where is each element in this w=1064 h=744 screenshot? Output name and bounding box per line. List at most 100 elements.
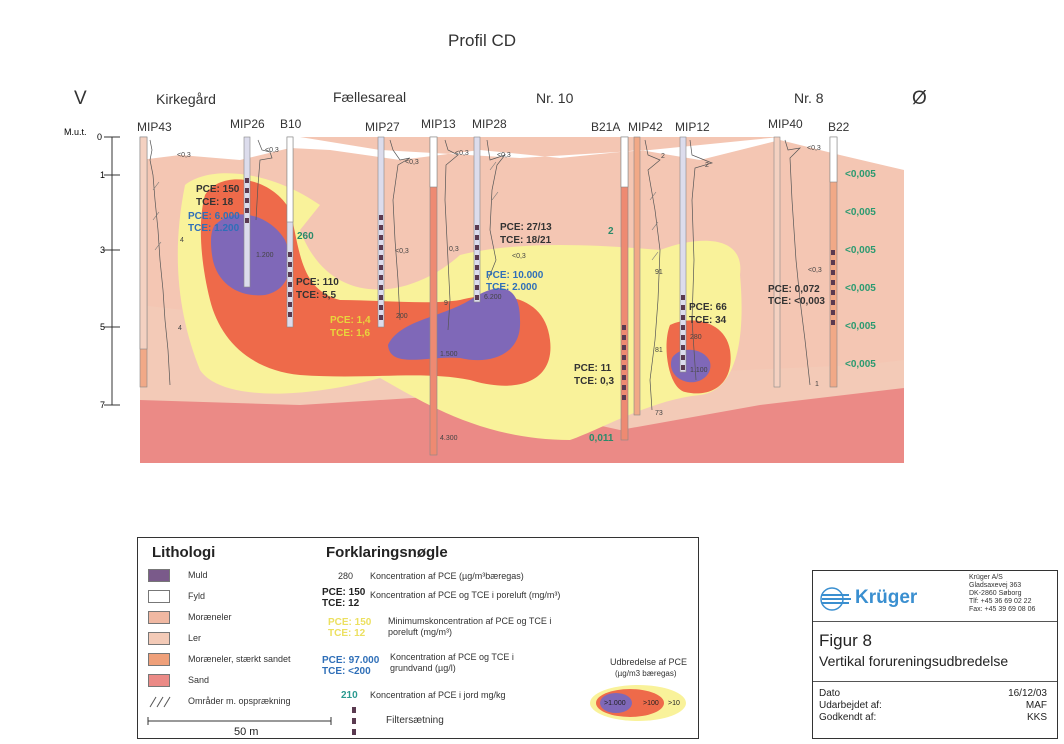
small-280: 280 — [690, 334, 702, 341]
title-divider-2 — [813, 681, 1057, 682]
litho-label-ler: Ler — [188, 633, 202, 643]
depth-tick-5: 5 — [100, 322, 105, 332]
depth-tick-1: 1 — [100, 170, 105, 180]
small-0-3: 0,3 — [449, 246, 459, 253]
small-73: 73 — [655, 410, 663, 417]
borehole-label-mip43: MIP43 — [137, 120, 172, 134]
label-pce-0-072: PCE: 0,072 — [768, 284, 820, 295]
key-97000-pce: PCE: 97.000 — [322, 655, 380, 666]
depth-tick-0: 0 — [97, 132, 102, 142]
borehole-label-mip42: MIP42 — [628, 120, 663, 134]
borehole-label-b22: B22 — [828, 120, 850, 134]
litho-label-moraeneler-sandet: Moræneler, stærkt sandet — [188, 654, 291, 664]
small-lt03-mip27a: <0,3 — [405, 159, 419, 166]
small-lt03-mip13: <0,3 — [455, 150, 469, 157]
small-91: 91 — [655, 269, 663, 276]
scale-label: 50 m — [234, 726, 259, 738]
udbredelse-unit: (µg/m3 bæregas) — [615, 669, 677, 678]
company-address: Krüger A/S Gladsaxevej 363 DK-2860 Søbor… — [969, 574, 1035, 614]
small-lt03-mip40: <0,3 — [807, 145, 821, 152]
small-1200: 1.200 — [256, 252, 274, 259]
row-prepared-label: Udarbejdet af: — [819, 700, 882, 711]
borehole-label-mip27: MIP27 — [365, 120, 400, 134]
label-pce-1-4: PCE: 1,4 — [330, 315, 371, 326]
address-line-2: Gladsaxevej 363 — [969, 582, 1022, 589]
small-6200: 6.200 — [484, 294, 502, 301]
swatch-muld — [148, 569, 170, 582]
swatch-moraeneler-sandet — [148, 653, 170, 666]
udbredelse-1000: >1.000 — [604, 700, 626, 707]
label-tce-1-6: TCE: 1,6 — [330, 328, 370, 339]
label-0-011: 0,011 — [589, 433, 614, 444]
company-name: Krüger — [855, 587, 918, 608]
b22-value-4: <0,005 — [845, 283, 876, 294]
title-block: Krüger Krüger A/S Gladsaxevej 363 DK-286… — [812, 570, 1058, 739]
compass-east: Ø — [912, 88, 927, 109]
kruger-logo-icon — [820, 587, 851, 611]
borehole-label-mip13: MIP13 — [421, 117, 456, 131]
borehole-label-b10: B10 — [280, 117, 302, 131]
key-title: Forklaringsnøgle — [326, 544, 448, 561]
area-faellesareal: Fællesareal — [333, 89, 406, 105]
profile-section: M.u.t. 0 1 3 5 7 — [64, 31, 927, 463]
figure-number: Figur 8 — [819, 631, 872, 650]
label-pce-110: PCE: 110 — [296, 277, 339, 288]
key-210-value: 210 — [341, 690, 358, 701]
label-tce-34: TCE: 34 — [689, 315, 727, 326]
label-tce-18-21: TCE: 18/21 — [500, 235, 552, 246]
key-97000-desc: Koncentration af PCE og TCE i grundvand … — [390, 652, 514, 673]
label-tce-0-003: TCE: <0,003 — [768, 296, 825, 307]
udbredelse-10: >10 — [668, 700, 680, 707]
pce-zone-1000-mip13 — [388, 288, 521, 361]
title-divider-1 — [813, 621, 1057, 622]
key-min-tce: TCE: 12 — [328, 628, 366, 639]
key-tce-12: TCE: 12 — [322, 598, 360, 609]
row-approved-value: KKS — [1026, 712, 1047, 723]
small-lt03-mip28b: <0,3 — [512, 253, 526, 260]
address-line-4: Tlf: +45 36 69 02 22 — [969, 598, 1032, 605]
filter-markers — [245, 178, 835, 400]
small-1500: 1.500 — [440, 351, 458, 358]
key-min-desc: Minimumskoncentration af PCE og TCE i po… — [388, 616, 552, 637]
key-280-desc: Koncentration af PCE (µg/m³bæregas) — [370, 571, 524, 581]
label-pce-27-13: PCE: 27/13 — [500, 222, 552, 233]
filter-label: Filtersætning — [386, 715, 444, 726]
swatch-sand — [148, 674, 170, 687]
small-2-mip42: 2 — [661, 153, 665, 160]
address-line-5: Fax: +45 39 69 08 06 — [969, 606, 1036, 613]
borehole-label-mip40: MIP40 — [768, 117, 803, 131]
label-pce-6000: PCE: 6.000 — [188, 211, 240, 222]
address-line-3: DK-2860 Søborg — [969, 590, 1022, 597]
borehole-label-b21a: B21A — [591, 120, 620, 134]
small-200: 200 — [396, 313, 408, 320]
udbredelse-100: >100 — [643, 700, 659, 707]
small-lt03-mip26: <0,3 — [265, 147, 279, 154]
udbredelse-title: Udbredelse af PCE — [610, 657, 688, 667]
b22-value-6: <0,005 — [845, 359, 876, 370]
depth-axis-label: M.u.t. — [64, 127, 87, 137]
b22-value-1: <0,005 — [845, 169, 876, 180]
key-150-desc: Koncentration af PCE og TCE i poreluft (… — [370, 590, 561, 600]
legend-panel: Lithologi Muld Fyld Moræneler Ler Moræne… — [137, 537, 699, 739]
fracture-hatches — [152, 161, 659, 261]
label-pce-10000: PCE: 10.000 — [486, 270, 544, 281]
label-pce-11: PCE: 11 — [574, 363, 612, 374]
label-pce-66: PCE: 66 — [689, 302, 727, 313]
litho-label-fyld: Fyld — [188, 591, 206, 601]
small-lt03-mip28: <0,3 — [497, 152, 511, 159]
small-1: 1 — [815, 381, 819, 388]
row-date-value: 16/12/03 — [1008, 688, 1047, 699]
swatch-fyld — [148, 590, 170, 603]
label-260: 260 — [297, 231, 314, 242]
small-2-mip12: 2 — [705, 162, 709, 169]
small-4300: 4.300 — [440, 435, 458, 442]
key-210-desc: Koncentration af PCE i jord mg/kg — [370, 690, 506, 700]
label-tce-1200: TCE: 1.200 — [188, 223, 240, 234]
row-approved-label: Godkendt af: — [819, 712, 877, 723]
b22-value-3: <0,005 — [845, 245, 876, 256]
small-2-mip43: 4 — [180, 237, 184, 244]
profile-title: Profil CD — [448, 31, 516, 50]
small-lt03-mip43: <0,3 — [177, 152, 191, 159]
figure-subtitle: Vertikal forureningsudbredelse — [819, 653, 1009, 669]
label-2: 2 — [608, 226, 614, 237]
